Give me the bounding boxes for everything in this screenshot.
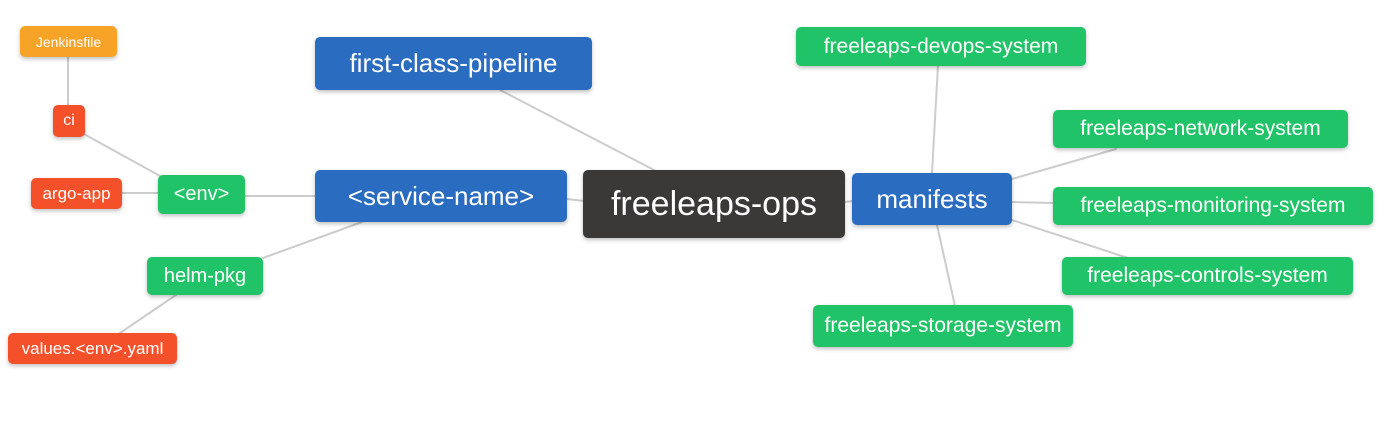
node-freeleaps-network-system[interactable]: freeleaps-network-system xyxy=(1053,110,1348,148)
edge-first-class-pipeline-to-freeleaps-ops xyxy=(499,89,657,172)
node-jenkinsfile[interactable]: Jenkinsfile xyxy=(20,26,117,57)
node-first-class-pipeline[interactable]: first-class-pipeline xyxy=(315,37,592,90)
edge-values-env-yaml-to-helm-pkg xyxy=(119,294,177,334)
node-freeleaps-ops[interactable]: freeleaps-ops xyxy=(583,170,845,238)
node-ci[interactable]: ci xyxy=(53,105,85,137)
node-freeleaps-monitoring-system[interactable]: freeleaps-monitoring-system xyxy=(1053,187,1373,225)
edge-manifests-to-freeleaps-storage-system xyxy=(936,224,956,307)
node-freeleaps-devops-system[interactable]: freeleaps-devops-system xyxy=(796,27,1086,66)
node-values-env-yaml[interactable]: values.<env>.yaml xyxy=(8,333,177,364)
edge-freeleaps-devops-system-to-manifests xyxy=(931,64,939,174)
edge-ci-to-env xyxy=(83,133,161,177)
edge-manifests-to-freeleaps-network-system xyxy=(1011,148,1117,180)
node-freeleaps-controls-system[interactable]: freeleaps-controls-system xyxy=(1062,257,1353,295)
node-env[interactable]: <env> xyxy=(158,175,245,214)
edge-service-name-to-freeleaps-ops xyxy=(566,198,585,202)
node-argo-app[interactable]: argo-app xyxy=(31,178,122,209)
edge-manifests-to-freeleaps-controls-system xyxy=(1011,219,1129,259)
node-freeleaps-storage-system[interactable]: freeleaps-storage-system xyxy=(813,305,1073,347)
node-helm-pkg[interactable]: helm-pkg xyxy=(147,257,263,295)
edge-helm-pkg-to-service-name xyxy=(262,221,363,259)
edge-manifests-to-freeleaps-monitoring-system xyxy=(1011,201,1054,204)
node-service-name[interactable]: <service-name> xyxy=(315,170,567,222)
edge-freeleaps-ops-to-manifests xyxy=(844,200,854,203)
node-manifests[interactable]: manifests xyxy=(852,173,1012,225)
